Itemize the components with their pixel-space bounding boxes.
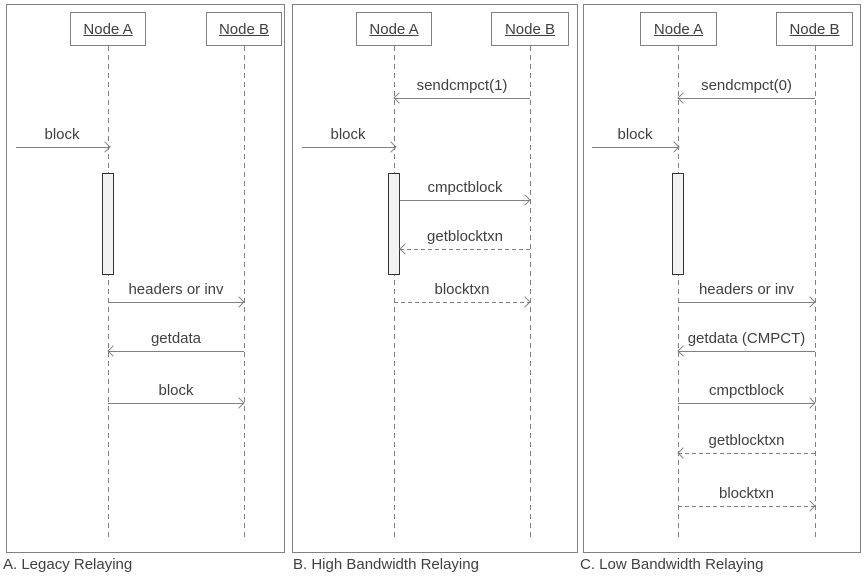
message-label: cmpctblock	[427, 179, 503, 196]
message-label: block	[617, 126, 653, 143]
message-label: sendcmpct(1)	[416, 77, 508, 94]
arrow-line	[400, 249, 530, 250]
node-b-header: Node B	[206, 12, 282, 46]
activation-bar	[388, 173, 400, 275]
panel-low-bandwidth-relaying: Node A Node B sendcmpct(0) block headers…	[583, 4, 861, 553]
node-b-label: Node B	[218, 20, 270, 38]
message-label: blocktxn	[434, 281, 490, 298]
node-a-header: Node A	[640, 12, 717, 46]
arrow-line	[302, 147, 395, 148]
panel-c-caption: C. Low Bandwidth Relaying	[580, 556, 764, 573]
arrow-line	[108, 403, 244, 404]
message-label: block	[44, 126, 80, 143]
panel-b-caption: B. High Bandwidth Relaying	[293, 556, 479, 573]
message-label: headers or inv	[698, 281, 795, 298]
node-b-lifeline	[815, 46, 816, 541]
arrow-line	[394, 302, 530, 303]
message-label: cmpctblock	[708, 382, 785, 399]
panel-a-caption: A. Legacy Relaying	[3, 556, 133, 573]
node-b-lifeline	[530, 46, 531, 541]
arrow-line	[592, 147, 679, 148]
node-a-label: Node A	[83, 20, 133, 38]
activation-bar	[102, 173, 114, 275]
message-label: headers or inv	[128, 281, 224, 298]
message-label: getdata (CMPCT)	[687, 330, 806, 347]
node-a-lifeline	[394, 46, 395, 541]
message-label: getdata	[150, 330, 202, 347]
activation-bar	[672, 173, 684, 275]
node-a-lifeline	[678, 46, 679, 541]
panel-high-bandwidth-relaying: Node A Node B sendcmpct(1) block cmpctbl…	[292, 4, 578, 553]
node-b-header: Node B	[776, 12, 853, 46]
arrow-line	[678, 506, 815, 507]
node-a-lifeline	[108, 46, 109, 541]
arrow-line	[678, 403, 815, 404]
node-b-lifeline	[244, 46, 245, 541]
arrow-line	[394, 98, 530, 99]
arrow-line	[678, 98, 815, 99]
arrow-line	[108, 351, 244, 352]
node-a-header: Node A	[356, 12, 432, 46]
node-a-label: Node A	[369, 20, 419, 38]
node-b-label: Node B	[789, 20, 840, 38]
message-label: getblocktxn	[708, 432, 785, 449]
message-label: getblocktxn	[427, 228, 503, 245]
message-label: block	[158, 382, 194, 399]
arrow-line	[108, 302, 244, 303]
arrow-line	[678, 453, 815, 454]
node-b-header: Node B	[491, 12, 569, 46]
message-label: block	[330, 126, 366, 143]
arrow-line	[400, 200, 530, 201]
arrow-line	[16, 147, 109, 148]
message-label: blocktxn	[718, 485, 775, 502]
node-b-label: Node B	[504, 20, 556, 38]
message-label: sendcmpct(0)	[701, 77, 792, 94]
node-a-header: Node A	[70, 12, 146, 46]
arrow-line	[678, 302, 815, 303]
arrow-line	[678, 351, 815, 352]
node-a-label: Node A	[653, 20, 704, 38]
panel-legacy-relaying: Node A Node B block headers or inv getda…	[6, 4, 285, 553]
